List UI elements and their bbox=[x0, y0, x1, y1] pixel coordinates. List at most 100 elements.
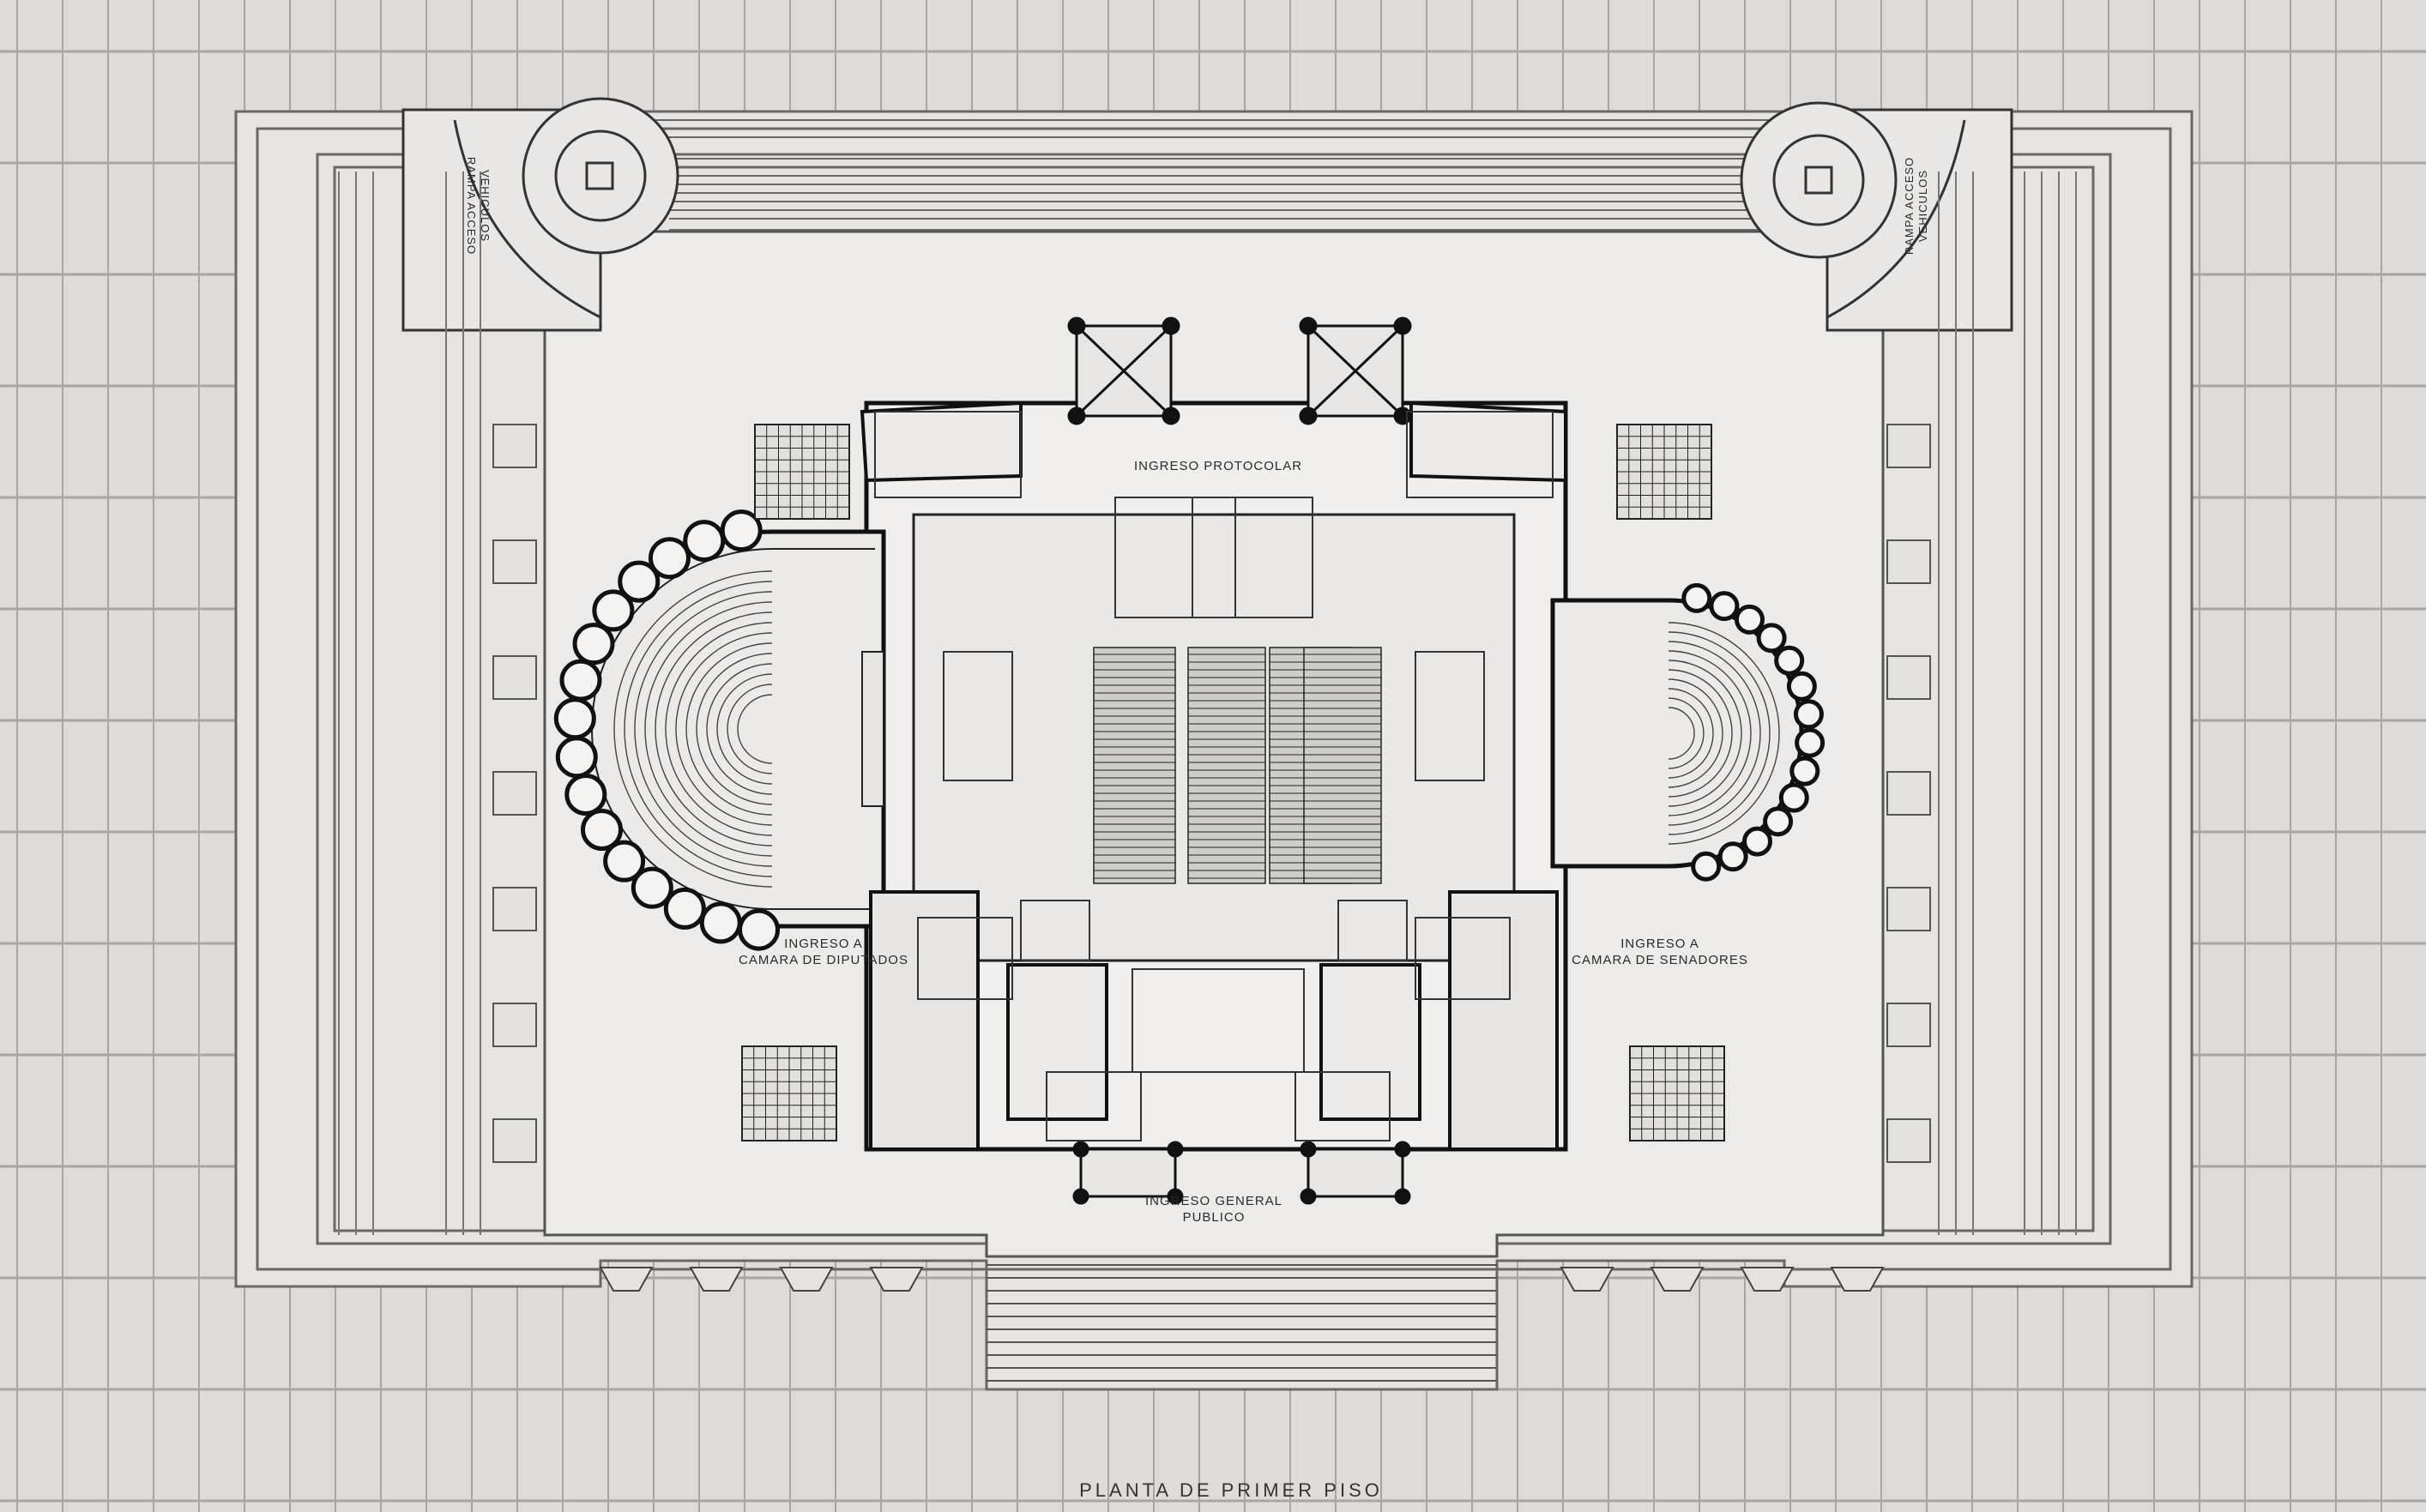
seat-arc bbox=[1668, 707, 1695, 760]
column bbox=[1778, 782, 1809, 813]
entry-senators-line2: CAMARA DE SENADORES bbox=[1572, 953, 1748, 967]
planter bbox=[869, 1267, 924, 1292]
planter bbox=[689, 1267, 744, 1292]
stair-module bbox=[1886, 887, 1931, 931]
seating-block bbox=[1093, 647, 1176, 884]
column bbox=[699, 901, 742, 944]
ramp-left-label-line2: VEHICULOS bbox=[479, 170, 492, 242]
portico-column bbox=[1394, 1188, 1411, 1205]
room-outline bbox=[1192, 497, 1236, 618]
entry-deputies-line1: INGRESO A bbox=[784, 937, 863, 951]
column bbox=[1717, 841, 1748, 872]
column bbox=[555, 736, 598, 779]
stair-module bbox=[1886, 1118, 1931, 1163]
entry-deputies-line2: CAMARA DE DIPUTADOS bbox=[739, 953, 908, 967]
seat-arc bbox=[1668, 669, 1733, 798]
column bbox=[1774, 645, 1805, 676]
seat-arc bbox=[1668, 631, 1771, 835]
room-outline bbox=[917, 917, 1013, 1000]
entry-public-label: INGRESO GENERAL PUBLICO bbox=[1145, 1194, 1282, 1225]
portico-column bbox=[1167, 1141, 1184, 1158]
column bbox=[1691, 851, 1722, 882]
column bbox=[663, 887, 706, 930]
seat-arc bbox=[716, 673, 773, 785]
stair-module bbox=[1886, 539, 1931, 584]
seat-arc bbox=[1668, 678, 1723, 788]
seating-block bbox=[1187, 647, 1266, 884]
bottom-steps bbox=[987, 1264, 1497, 1382]
ramp-right-label-line2: VEHICULOS bbox=[1916, 170, 1929, 242]
senate-colonnade bbox=[1681, 582, 1826, 882]
portico-block bbox=[1307, 1148, 1404, 1198]
seat-arc bbox=[1668, 660, 1742, 807]
room-outline bbox=[1406, 411, 1554, 498]
entry-protocol-label: INGRESO PROTOCOLAR bbox=[1134, 459, 1302, 473]
column bbox=[1793, 699, 1824, 730]
bottom-planters bbox=[599, 1267, 1885, 1292]
entry-public-line1: INGRESO GENERAL bbox=[1145, 1194, 1282, 1208]
seat-arc bbox=[685, 642, 773, 816]
seat-arc bbox=[1668, 697, 1705, 769]
column bbox=[1789, 756, 1820, 786]
planter bbox=[1830, 1267, 1885, 1292]
stair-module bbox=[492, 1003, 537, 1047]
column bbox=[738, 908, 781, 951]
stair-module bbox=[1886, 1003, 1931, 1047]
ramp-right-label: RAMPA ACCESO VEHICULOS bbox=[1903, 157, 1929, 255]
room-outline bbox=[943, 651, 1013, 781]
column bbox=[564, 774, 607, 816]
planter bbox=[779, 1267, 834, 1292]
column bbox=[648, 537, 691, 580]
planter bbox=[1740, 1267, 1795, 1292]
portico-column bbox=[1394, 1141, 1411, 1158]
column bbox=[1734, 604, 1765, 635]
stair-module bbox=[1886, 771, 1931, 816]
column bbox=[1681, 582, 1712, 613]
seat-arc bbox=[665, 622, 773, 836]
planter bbox=[1560, 1267, 1614, 1292]
building-plan bbox=[553, 316, 1826, 1205]
entry-public-line2: PUBLICO bbox=[1183, 1210, 1246, 1225]
seat-arc bbox=[613, 570, 773, 888]
room-outline bbox=[1046, 1071, 1142, 1142]
seat-arc bbox=[675, 632, 773, 826]
corner-courtyards bbox=[741, 424, 1725, 1142]
room-outline bbox=[1415, 651, 1485, 781]
seat-arc bbox=[655, 611, 773, 846]
portico-column bbox=[1072, 1188, 1089, 1205]
column bbox=[1795, 727, 1826, 758]
portico-diagonal bbox=[1307, 324, 1404, 418]
column bbox=[1756, 623, 1787, 654]
stair-module bbox=[492, 539, 537, 584]
column bbox=[553, 697, 596, 740]
entry-deputies-label: INGRESO A CAMARA DE DIPUTADOS bbox=[739, 937, 908, 967]
entry-porticos bbox=[1067, 316, 1412, 1205]
portico-column bbox=[1167, 1188, 1184, 1205]
deputies-colonnade bbox=[553, 509, 781, 951]
ramp-left-label-line1: RAMPA ACCESO bbox=[465, 157, 478, 255]
seat-arc bbox=[1668, 641, 1761, 826]
building-wings bbox=[860, 401, 1567, 1151]
portico-diagonal bbox=[1075, 324, 1173, 418]
stair-module bbox=[492, 771, 537, 816]
stair-module bbox=[492, 424, 537, 468]
column bbox=[580, 809, 623, 851]
seat-arc bbox=[624, 581, 773, 877]
stair-module bbox=[1886, 424, 1931, 468]
left-vehicle-ramp bbox=[401, 97, 679, 332]
central-hall-seating bbox=[1093, 647, 1382, 884]
stair-module bbox=[492, 655, 537, 700]
ramp-right-label-line1: RAMPA ACCESO bbox=[1903, 157, 1916, 255]
stair-module bbox=[1886, 655, 1931, 700]
column bbox=[1709, 591, 1740, 622]
planter bbox=[1650, 1267, 1705, 1292]
room-outline bbox=[1020, 900, 1090, 961]
seat-arc bbox=[706, 663, 773, 795]
portico-column bbox=[1300, 1141, 1317, 1158]
column bbox=[572, 623, 615, 666]
seat-arc bbox=[644, 601, 773, 857]
room-outline bbox=[1294, 1071, 1391, 1142]
seat-arc bbox=[1668, 688, 1714, 779]
